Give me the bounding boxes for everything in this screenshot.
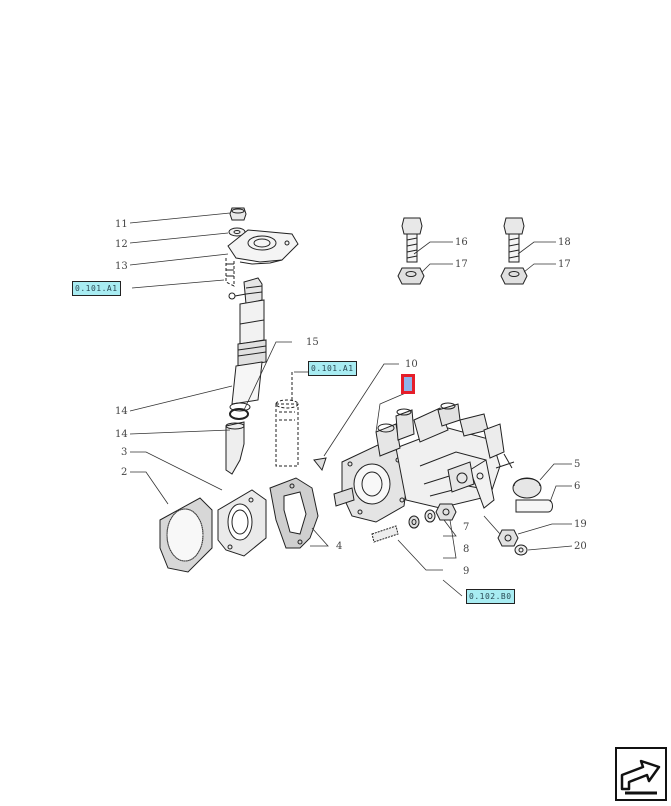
callout-8: 8 xyxy=(463,544,469,555)
nut-19 xyxy=(497,529,519,547)
reference-link-b[interactable]: 0.101.A1 xyxy=(308,361,357,376)
callout-14a: 14 xyxy=(115,406,128,417)
bolt-16 xyxy=(401,217,423,263)
callout-17b: 17 xyxy=(558,259,571,270)
nut-17b xyxy=(500,267,528,285)
callout-labels: 11 12 13 14 14 3 2 15 10 4 16 17 18 17 5… xyxy=(115,219,587,577)
callout-15: 15 xyxy=(306,337,319,348)
next-page-arrow-icon xyxy=(620,759,661,795)
callout-3: 3 xyxy=(121,447,127,458)
sleeve-part xyxy=(275,372,299,467)
callout-7: 7 xyxy=(463,522,469,533)
callout-10: 10 xyxy=(405,359,418,370)
pin-10 xyxy=(313,457,327,472)
callout-18: 18 xyxy=(558,237,571,248)
small-parts-7-8-9 xyxy=(371,503,457,543)
injection-pump xyxy=(333,402,515,523)
callout-5: 5 xyxy=(574,459,580,470)
gasket-4 xyxy=(269,477,319,549)
callout-9: 9 xyxy=(463,566,469,577)
callout-4: 4 xyxy=(336,541,342,552)
callout-20: 20 xyxy=(574,541,587,552)
callout-14b: 14 xyxy=(115,429,128,440)
washer-20 xyxy=(514,544,528,556)
gasket-2 xyxy=(159,497,213,573)
leader-lines xyxy=(129,212,573,597)
cap-5 xyxy=(512,477,542,499)
flange-3 xyxy=(217,489,267,557)
callout-17a: 17 xyxy=(455,259,468,270)
tube-6 xyxy=(515,499,553,513)
selected-part-marker-1[interactable]: 1 xyxy=(401,374,415,394)
injector-body xyxy=(225,277,267,475)
callout-11: 11 xyxy=(115,219,128,230)
nut-17a xyxy=(397,267,425,285)
callout-13: 13 xyxy=(115,261,128,272)
reference-link-c[interactable]: 0.102.B0 xyxy=(466,589,515,604)
callout-16: 16 xyxy=(455,237,468,248)
callout-12: 12 xyxy=(115,239,128,250)
callout-2: 2 xyxy=(121,467,127,478)
injector-clamp-group xyxy=(225,207,299,287)
callout-19: 19 xyxy=(574,519,587,530)
callout-6: 6 xyxy=(574,481,580,492)
bolt-18 xyxy=(503,217,525,263)
reference-link-a[interactable]: 0.101.A1 xyxy=(72,281,121,296)
next-page-button[interactable] xyxy=(615,747,667,801)
